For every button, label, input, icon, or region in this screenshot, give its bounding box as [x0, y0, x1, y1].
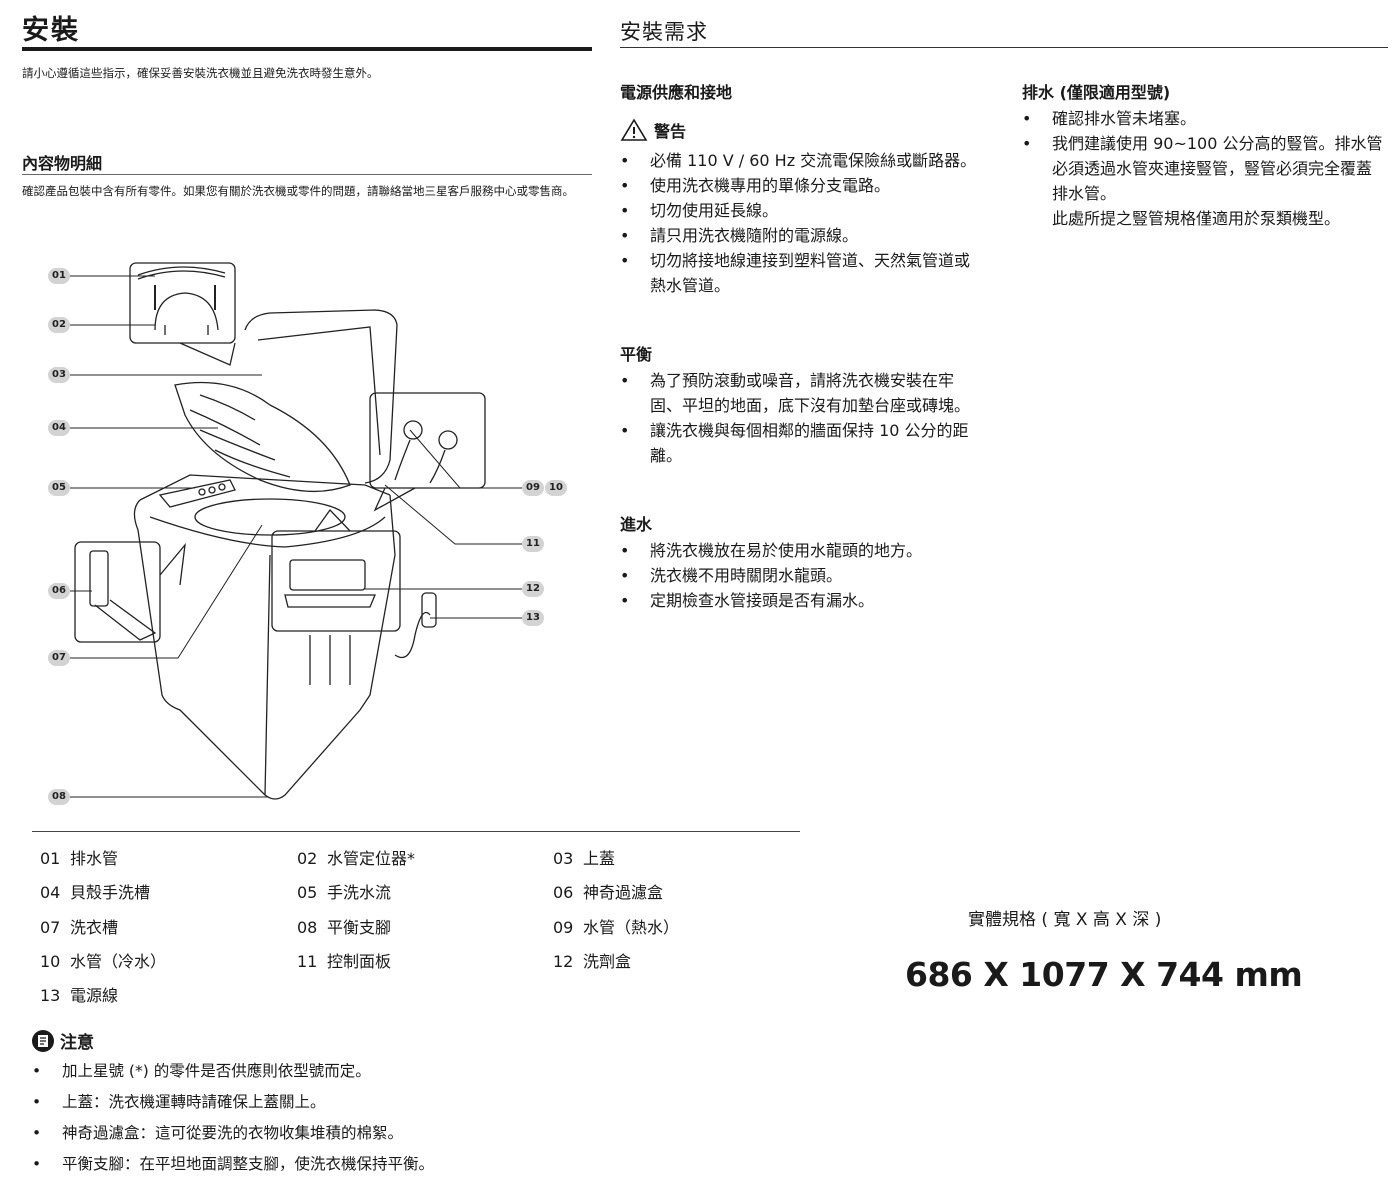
spec-value: 686 X 1077 X 744 mm: [905, 955, 1303, 994]
callout-08: 08: [48, 789, 70, 805]
power-list: 必備 110 V / 60 Hz 交流電保險絲或斷路器。 使用洗衣機專用的單條分…: [620, 148, 985, 298]
power-item: 切勿使用延長線。: [620, 198, 985, 223]
contents-rule: [22, 174, 592, 175]
requirements-title: 安裝需求: [620, 20, 708, 44]
callout-03: 03: [48, 367, 70, 383]
contents-description: 確認產品包裝中含有所有零件。如果您有關於洗衣機或零件的問題，請聯絡當地三星客戶服…: [22, 184, 574, 198]
callout-05: 05: [48, 480, 70, 496]
warning-header: 警告: [620, 118, 686, 142]
washer-diagram: [74, 262, 486, 800]
power-item: 必備 110 V / 60 Hz 交流電保險絲或斷路器。: [620, 148, 985, 173]
contents-heading: 內容物明細: [22, 154, 103, 173]
note-item: 平衡支腳：在平坦地面調整支腳，使洗衣機保持平衡。: [32, 1149, 592, 1180]
power-item: 請只用洗衣機隨附的電源線。: [620, 223, 985, 248]
power-heading: 電源供應和接地: [620, 83, 733, 102]
note-item: 加上星號 (*) 的零件是否供應則依型號而定。: [32, 1056, 592, 1087]
drain-item: 確認排水管未堵塞。: [1022, 106, 1387, 131]
drain-heading: 排水 (僅限適用型號): [1022, 83, 1171, 102]
warning-icon: [620, 118, 648, 141]
water-in-item: 將洗衣機放在易於使用水龍頭的地方。: [620, 538, 985, 563]
callout-13: 13: [522, 610, 544, 626]
water-in-item: 洗衣機不用時關閉水龍頭。: [620, 563, 985, 588]
callout-10: 10: [545, 480, 567, 496]
callout-06: 06: [48, 583, 70, 599]
warning-label: 警告: [654, 122, 687, 141]
callout-09: 09: [522, 480, 544, 496]
balance-item: 讓洗衣機與每個相鄰的牆面保持 10 公分的距離。: [620, 418, 985, 468]
drain-extra: 此處所提之豎管規格僅適用於泵類機型。: [1052, 209, 1341, 228]
power-item: 切勿將接地線連接到塑料管道、天然氣管道或熱水管道。: [620, 248, 985, 298]
note-label: 注意: [60, 1033, 94, 1053]
callout-04: 04: [48, 420, 70, 436]
balance-list: 為了預防滾動或噪音，請將洗衣機安裝在牢固、平坦的地面，底下沒有加墊台座或磚塊。 …: [620, 368, 985, 468]
requirements-rule: [620, 47, 1388, 48]
water-in-list: 將洗衣機放在易於使用水龍頭的地方。 洗衣機不用時關閉水龍頭。 定期檢查水管接頭是…: [620, 538, 985, 613]
drain-list: 確認排水管未堵塞。 我們建議使用 90~100 公分高的豎管。排水管必須透過水管…: [1022, 106, 1387, 206]
balance-item: 為了預防滾動或噪音，請將洗衣機安裝在牢固、平坦的地面，底下沒有加墊台座或磚塊。: [620, 368, 985, 418]
note-list: 加上星號 (*) 的零件是否供應則依型號而定。 上蓋：洗衣機運轉時請確保上蓋關上…: [32, 1056, 592, 1180]
callout-02: 02: [48, 317, 70, 333]
drain-item: 我們建議使用 90~100 公分高的豎管。排水管必須透過水管夾連接豎管，豎管必須…: [1022, 131, 1387, 206]
leader-lines: [70, 275, 522, 798]
callout-12: 12: [522, 581, 544, 597]
callout-07: 07: [48, 650, 70, 666]
page-title: 安裝: [22, 15, 80, 46]
intro-text: 請小心遵循這些指示，確保妥善安裝洗衣機並且避免洗衣時發生意外。: [22, 66, 379, 80]
spec-label: 實體規格 ( 寬 X 高 X 深 ): [968, 910, 1162, 930]
callout-11: 11: [522, 536, 544, 552]
note-header: 注意: [32, 1028, 94, 1053]
title-rule: [22, 47, 592, 51]
power-item: 使用洗衣機專用的單條分支電路。: [620, 173, 985, 198]
water-in-item: 定期檢查水管接頭是否有漏水。: [620, 588, 985, 613]
parts-rule: [32, 831, 800, 832]
balance-heading: 平衡: [620, 345, 653, 364]
water-in-heading: 進水: [620, 515, 653, 534]
callout-01: 01: [48, 268, 70, 284]
note-icon: [32, 1029, 54, 1052]
note-item: 上蓋：洗衣機運轉時請確保上蓋關上。: [32, 1087, 592, 1118]
note-item: 神奇過濾盒：這可從要洗的衣物收集堆積的棉絮。: [32, 1118, 592, 1149]
